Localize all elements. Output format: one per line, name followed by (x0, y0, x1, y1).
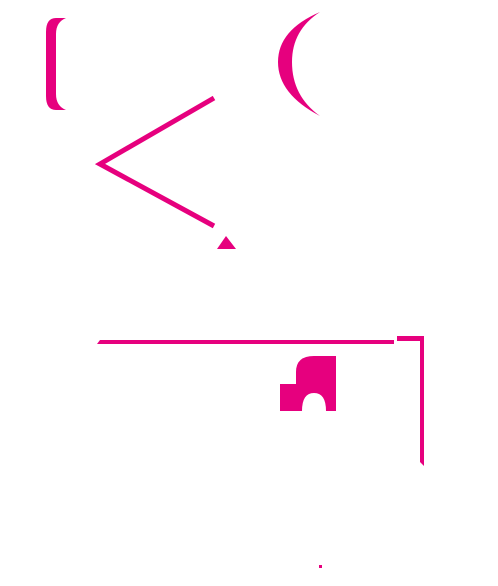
arch-block-shape (280, 356, 336, 411)
crescent-shape (278, 12, 320, 116)
right-corner-bracket-shape (397, 336, 424, 466)
small-triangle-shape (217, 236, 236, 249)
chevron-shape (94, 95, 216, 229)
small-dot-shape (319, 565, 322, 568)
left-bracket-shape (46, 18, 66, 110)
horizontal-bar-shape (97, 340, 394, 344)
